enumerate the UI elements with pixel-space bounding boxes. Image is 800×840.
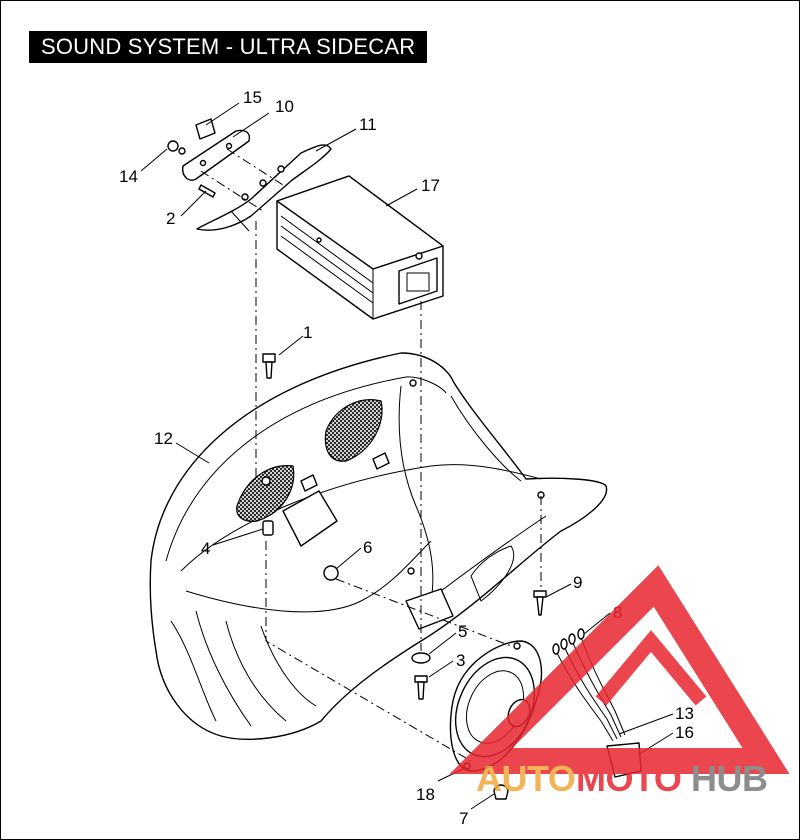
diagram-title: SOUND SYSTEM - ULTRA SIDECAR [29, 31, 428, 63]
fairing-part-12 [149, 352, 608, 740]
watermark-text-auto: AUTO [476, 758, 575, 799]
callout-16: 16 [675, 723, 694, 742]
callout-8: 8 [613, 603, 622, 622]
callout-17: 17 [421, 176, 440, 195]
right-speaker-grille [236, 465, 295, 522]
grommet-part-6 [323, 565, 339, 581]
left-speaker-grille [324, 399, 383, 462]
callout-7: 7 [459, 809, 468, 828]
watermark-text-hub: HUB [691, 758, 768, 799]
watermark-triangle-icon [449, 565, 790, 774]
screw-part-9 [533, 590, 547, 616]
spacer-part-4 [262, 520, 274, 536]
callout-10: 10 [275, 97, 294, 116]
screw-part-2 [198, 184, 216, 198]
callout-18: 18 [416, 785, 435, 804]
callout-4: 4 [201, 539, 210, 558]
callout-1: 1 [303, 323, 312, 342]
washer-part-5 [411, 652, 431, 664]
callout-9: 9 [573, 573, 582, 592]
callout-3: 3 [456, 651, 465, 670]
watermark-logo: AUTO MOTO HUB [449, 565, 790, 799]
cap-part-7 [493, 784, 509, 800]
assembly-center-lines [200, 148, 542, 762]
callout-12: 12 [154, 429, 173, 448]
screw-part-3 [414, 675, 428, 700]
clip-part-15 [195, 118, 216, 140]
callout-14: 14 [119, 167, 138, 186]
plate-part-10 [181, 129, 251, 181]
callout-labels: 1 2 3 4 5 6 7 8 9 10 11 12 13 14 15 16 1… [119, 88, 694, 828]
callout-15: 15 [243, 88, 262, 107]
screw-part-1 [262, 353, 276, 379]
callout-5: 5 [458, 622, 467, 641]
mounting-bracket-part-11 [196, 144, 332, 232]
callout-13: 13 [675, 704, 694, 723]
watermark-inner-chevron-icon [595, 630, 707, 706]
watermark-text-moto: MOTO [576, 758, 681, 799]
callout-11: 11 [359, 115, 377, 134]
nut-part-14 [167, 140, 186, 155]
amplifier-part-17 [276, 175, 444, 320]
callout-6: 6 [363, 538, 372, 557]
callout-2: 2 [166, 209, 175, 228]
